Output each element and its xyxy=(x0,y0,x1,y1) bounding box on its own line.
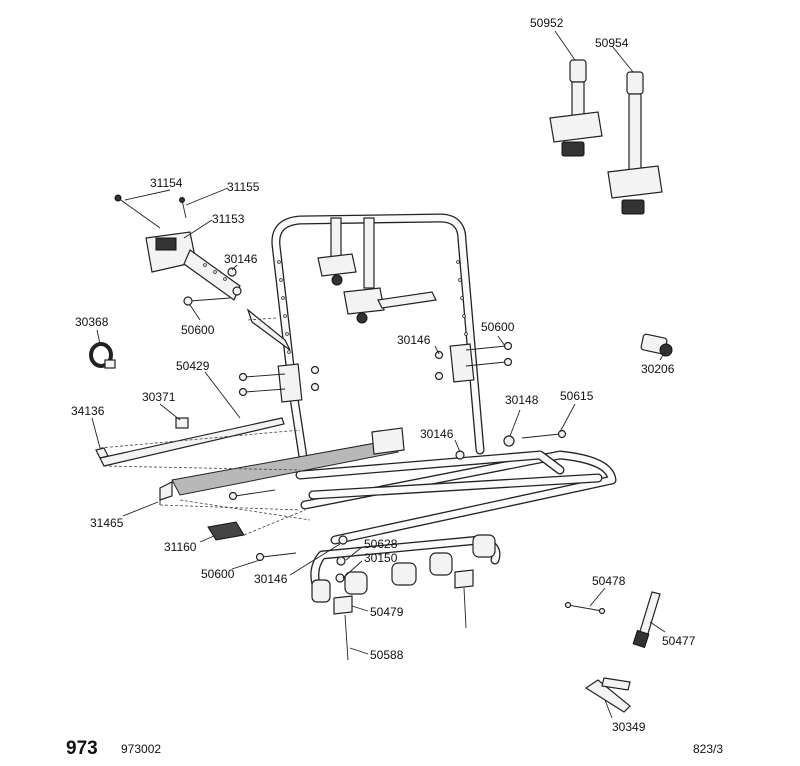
label-50478: 50478 xyxy=(592,574,626,588)
key-30349 xyxy=(584,677,631,713)
wheel-holder-upper xyxy=(317,217,437,324)
label-30371: 30371 xyxy=(142,390,176,404)
label-30146: 30146 xyxy=(420,427,454,441)
label-30206: 30206 xyxy=(641,362,675,376)
strap-50952 xyxy=(549,59,603,157)
assembly-guides xyxy=(99,317,311,536)
label-30146: 30146 xyxy=(224,252,258,266)
label-31153: 31153 xyxy=(212,212,245,226)
strap-50954 xyxy=(607,71,663,215)
label-50600: 50600 xyxy=(481,320,515,334)
label-34136: 34136 xyxy=(71,404,105,418)
label-50628: 50628 xyxy=(364,537,398,551)
label-50615: 50615 xyxy=(560,389,594,403)
bolt-set-right xyxy=(434,341,567,460)
label-31154: 31154 xyxy=(150,176,183,190)
label-50954: 50954 xyxy=(595,36,629,50)
leader-lines xyxy=(91,30,667,719)
label-30148: 30148 xyxy=(505,393,539,407)
part-labels: 50952 50954 31154 31155 31153 30146 5060… xyxy=(71,16,696,734)
label-50588: 50588 xyxy=(370,648,404,662)
label-50600: 50600 xyxy=(201,567,235,581)
pad-31160 xyxy=(207,521,245,541)
wrench-50477 xyxy=(632,591,661,649)
carrier-frame xyxy=(246,213,617,661)
label-50952: 50952 xyxy=(530,16,564,30)
label-30146: 30146 xyxy=(254,572,288,586)
strap-30368 xyxy=(89,342,116,369)
label-50429: 50429 xyxy=(176,359,210,373)
pin-50478 xyxy=(564,601,606,615)
model-number: 973 xyxy=(66,738,98,759)
rail-50429 xyxy=(95,417,285,467)
lock-30206 xyxy=(640,333,673,357)
label-30146: 30146 xyxy=(397,333,431,347)
label-30349: 30349 xyxy=(612,720,646,734)
light-bar-31465 xyxy=(159,427,405,505)
label-50600: 50600 xyxy=(181,323,215,337)
bolt-set-left xyxy=(228,365,348,583)
drawing-code: 973002 xyxy=(121,742,162,756)
label-30150: 30150 xyxy=(364,551,398,565)
label-31155: 31155 xyxy=(227,180,260,194)
label-50479: 50479 xyxy=(370,605,404,619)
label-30368: 30368 xyxy=(75,315,109,329)
label-31465: 31465 xyxy=(90,516,124,530)
label-31160: 31160 xyxy=(164,540,197,554)
label-50477: 50477 xyxy=(662,634,696,648)
clamp-assembly xyxy=(114,194,242,306)
sheet-reference: 823/3 xyxy=(693,742,724,756)
